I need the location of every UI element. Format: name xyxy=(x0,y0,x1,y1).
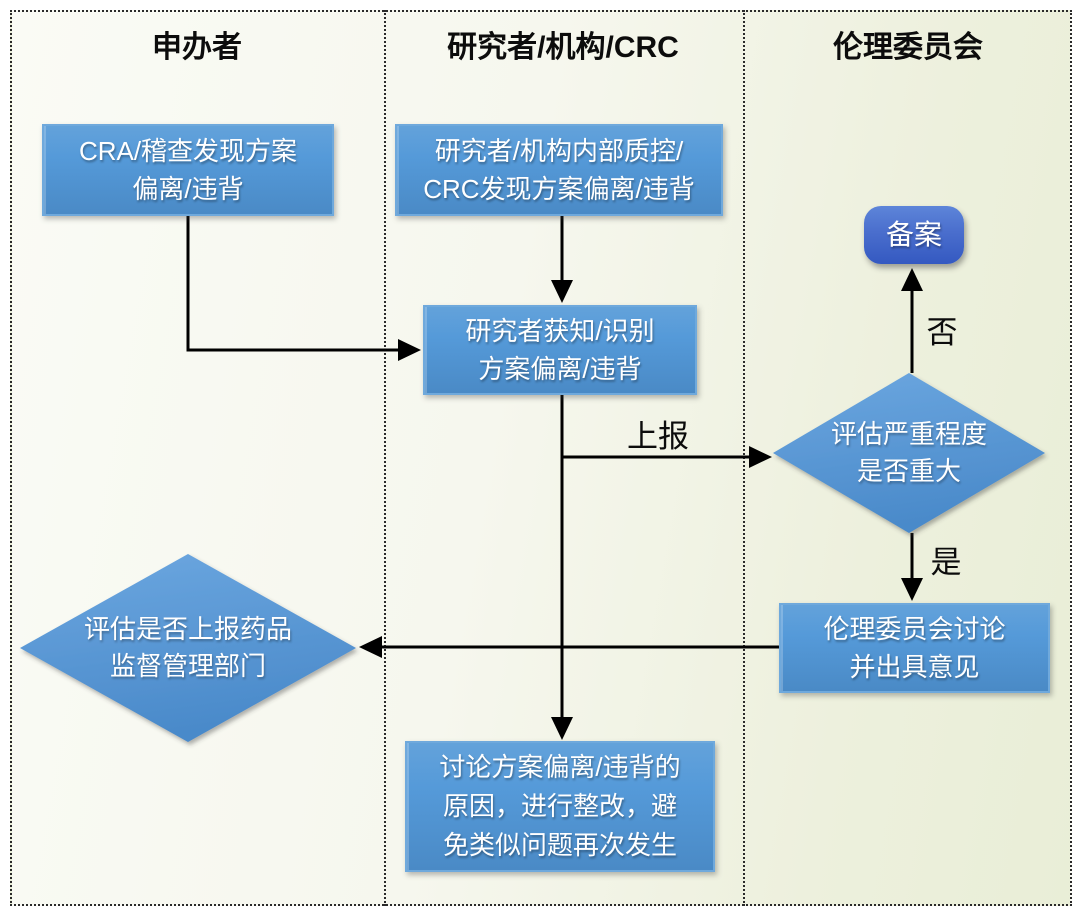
arrowhead-into-identify-top xyxy=(551,280,573,303)
node-site-found: 研究者/机构内部质控/ CRC发现方案偏离/违背 xyxy=(395,124,723,216)
arrowhead-into-identify xyxy=(398,339,421,361)
edge-label-no: 否 xyxy=(926,315,958,350)
arrowhead-into-filing xyxy=(901,268,923,291)
node-text-line: 研究者/机构内部质控/ xyxy=(434,136,684,166)
node-text-line: 并出具意见 xyxy=(849,652,980,682)
node-text-line: 方案偏离/违背 xyxy=(478,354,642,384)
arrowhead-into-severity xyxy=(749,446,772,468)
node-text-line: 伦理委员会讨论 xyxy=(823,614,1006,644)
arrowheads xyxy=(359,268,923,740)
node-text-line: 讨论方案偏离/违背的 xyxy=(439,752,681,782)
arrowhead-into-discuss xyxy=(901,578,923,601)
node-ec-discuss: 伦理委员会讨论 并出具意见 xyxy=(779,603,1050,693)
node-rectify: 讨论方案偏离/违背的 原因，进行整改，避 免类似问题再次发生 xyxy=(405,741,715,872)
edge-label-report: 上报 xyxy=(627,419,689,454)
node-text-line: 研究者获知/识别 xyxy=(465,316,655,346)
lane-divider-1 xyxy=(384,10,386,906)
node-text-line: 原因，进行整改，避 xyxy=(442,791,677,821)
node-text-line: CRA/稽查发现方案 xyxy=(78,136,298,166)
node-investigator-identify: 研究者获知/识别 方案偏离/违背 xyxy=(423,305,697,395)
arrow-lines xyxy=(186,216,914,722)
node-text-line: 免类似问题再次发生 xyxy=(442,830,677,860)
arrow-sponsor-to-identify xyxy=(186,216,403,352)
node-text-line: CRC发现方案偏离/违背 xyxy=(423,174,695,204)
node-filing: 备案 xyxy=(864,206,964,264)
node-text-line: 偏离/违背 xyxy=(132,174,244,204)
report-decision-diamond xyxy=(20,554,356,742)
arrowhead-into-rectify xyxy=(551,717,573,740)
lane-title-ethics: 伦理委员会 xyxy=(833,31,983,64)
node-text-line: 备案 xyxy=(885,219,942,250)
arrowhead-into-reportdecision xyxy=(359,636,382,658)
lane-title-investigator: 研究者/机构/CRC xyxy=(447,31,679,64)
edge-label-yes: 是 xyxy=(930,545,962,580)
node-sponsor-found: CRA/稽查发现方案 偏离/违背 xyxy=(42,124,334,216)
severity-decision-diamond xyxy=(773,373,1045,533)
lane-title-sponsor: 申办者 xyxy=(152,31,242,64)
